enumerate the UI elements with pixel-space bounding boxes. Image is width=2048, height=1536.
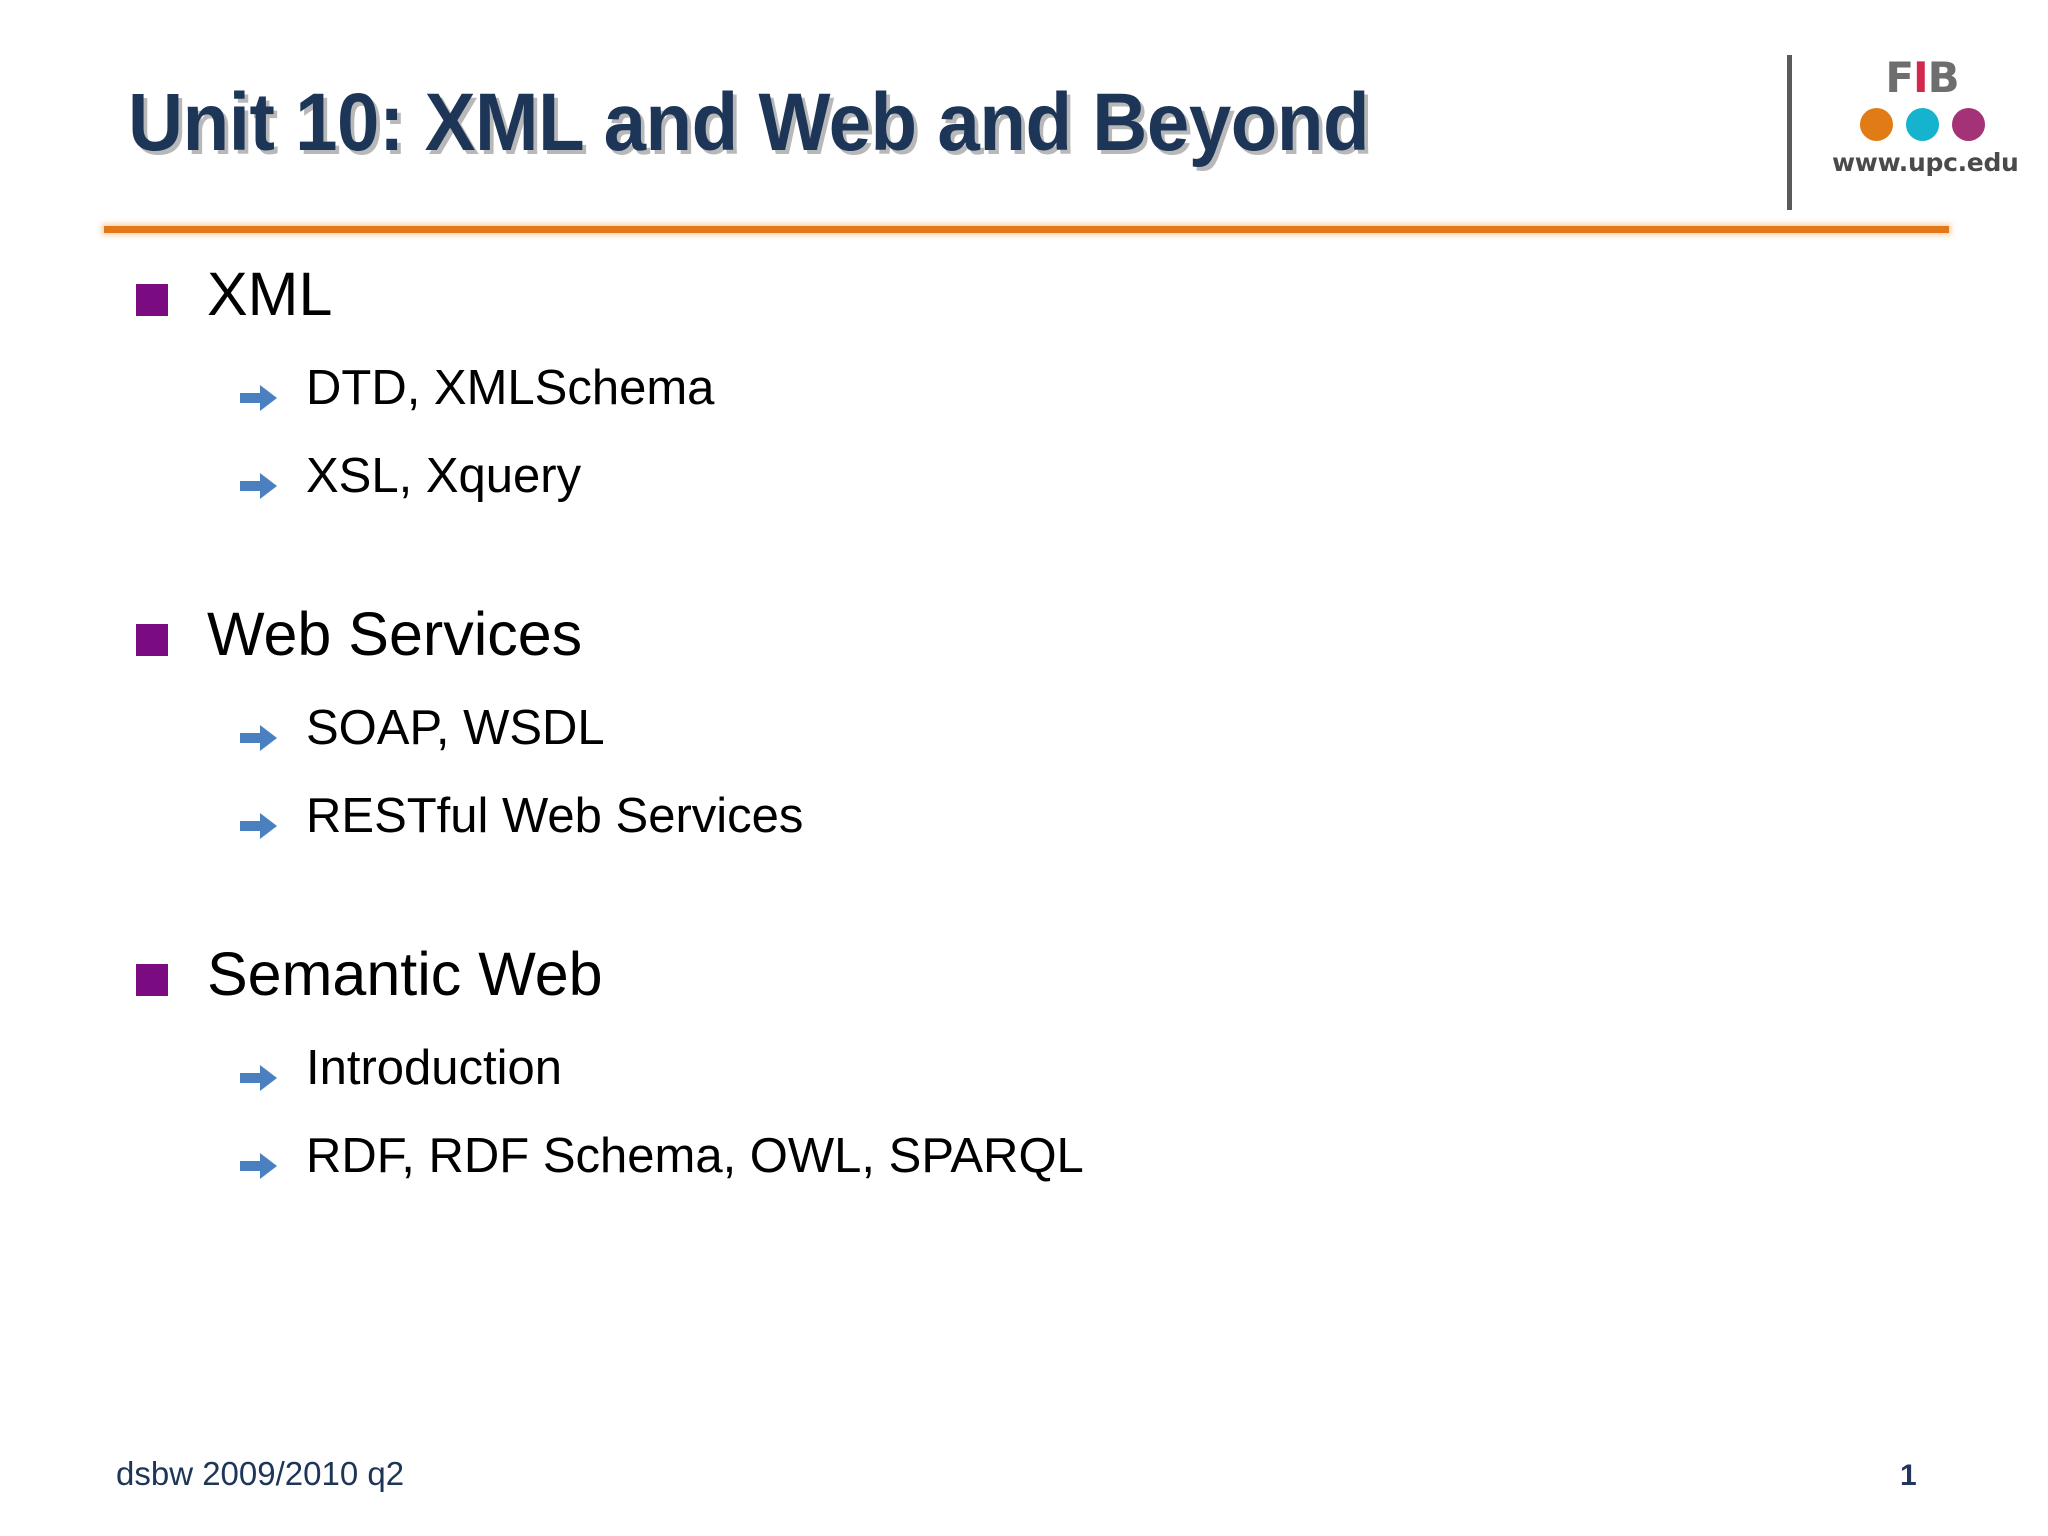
outline-group-web-services: Web Services SOAP, WSDL RESTful Web Serv… [0, 600, 2048, 878]
outline-level2-label: XSL, Xquery [306, 449, 582, 503]
outline-level2-item: RESTful Web Services [0, 789, 2048, 878]
logo-url-text: www.upc.edu [1832, 148, 2019, 177]
page-title: Unit 10: XML and Web and Beyond [128, 77, 1370, 168]
logo-vertical-divider [1787, 55, 1792, 210]
arrow-right-icon [240, 1151, 278, 1181]
arrow-right-icon [240, 811, 278, 841]
logo-dots-row [1832, 108, 2012, 141]
square-bullet-icon [136, 624, 168, 656]
title-divider-rule [104, 226, 1949, 233]
fib-letter-b: B [1927, 53, 1960, 102]
logo-dot-magenta-icon [1951, 108, 1985, 141]
outline-level1-label: Web Services [207, 600, 583, 668]
outline-level2-label: DTD, XMLSchema [306, 361, 715, 415]
outline-level2-item: SOAP, WSDL [0, 701, 2048, 790]
fib-letter-f: F [1885, 53, 1914, 102]
logo-dot-orange-icon [1859, 108, 1893, 141]
outline-level1-item: Web Services [0, 600, 2048, 684]
arrow-right-icon [240, 723, 278, 753]
arrow-right-icon [240, 383, 278, 413]
footer-course-label: dsbw 2009/2010 q2 [116, 1455, 405, 1492]
outline-level2-label: Introduction [306, 1041, 563, 1095]
square-bullet-icon [136, 964, 168, 996]
outline-level1-label: Semantic Web [207, 940, 603, 1008]
fib-wordmark: FIB [1832, 57, 2012, 99]
outline-group-xml: XML DTD, XMLSchema XSL, Xquery [0, 260, 2048, 538]
outline-level1-item: Semantic Web [0, 940, 2048, 1024]
logo-content: FIB www.upc.edu [1832, 55, 2019, 178]
outline-level2-label: RDF, RDF Schema, OWL, SPARQL [306, 1129, 1084, 1183]
logo-dot-cyan-icon [1905, 108, 1939, 141]
arrow-right-icon [240, 471, 278, 501]
fib-letter-i: I [1913, 53, 1929, 102]
outline-level1-item: XML [0, 260, 2048, 344]
outline-level2-label: RESTful Web Services [306, 789, 804, 843]
outline-level1-label: XML [207, 260, 333, 328]
outline-level2-label: SOAP, WSDL [306, 701, 605, 755]
slide-header: Unit 10: XML and Web and Beyond FIB www.… [0, 0, 2048, 233]
outline-level2-item: DTD, XMLSchema [0, 361, 2048, 450]
fib-upc-logo: FIB www.upc.edu [1787, 55, 2019, 213]
outline-level2-item: RDF, RDF Schema, OWL, SPARQL [0, 1129, 2048, 1218]
arrow-right-icon [240, 1063, 278, 1093]
outline-level2-item: XSL, Xquery [0, 449, 2048, 538]
outline-level2-item: Introduction [0, 1041, 2048, 1130]
outline-group-semantic-web: Semantic Web Introduction RDF, RDF Schem… [0, 940, 2048, 1218]
slide-body-outline: XML DTD, XMLSchema XSL, Xquery [0, 260, 2048, 1218]
square-bullet-icon [136, 284, 168, 316]
page-number: 1 [1900, 1459, 1917, 1492]
